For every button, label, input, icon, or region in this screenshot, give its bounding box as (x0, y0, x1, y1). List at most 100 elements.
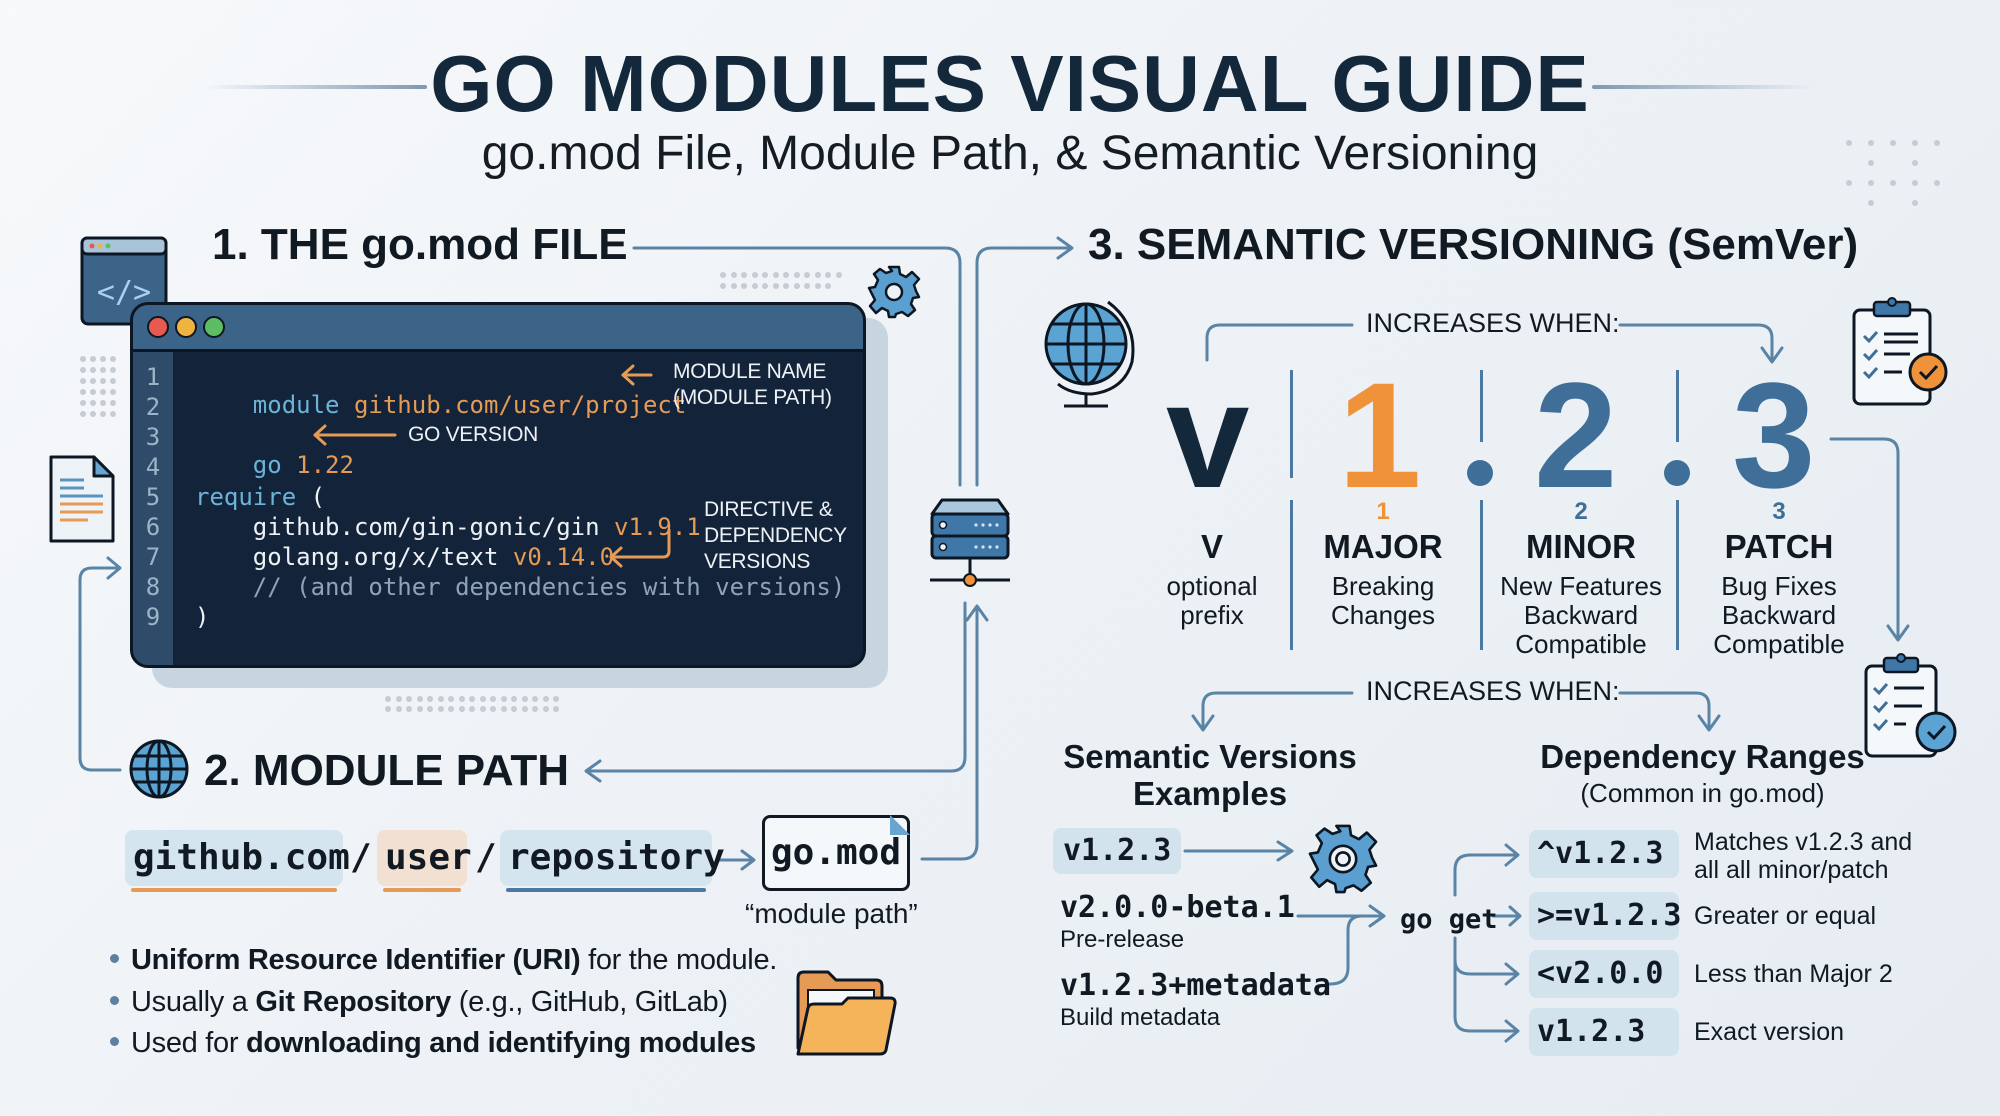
title-rule-right (1592, 85, 1814, 89)
separator-line (1676, 500, 1679, 650)
version-dot (1467, 460, 1493, 486)
code-line-dependency: github.com/gin-gonic/gin v1.9.1 (195, 513, 701, 541)
annotation-directive: DIRECTIVE & DEPENDENCY VERSIONS (704, 498, 847, 573)
line-number: 9 (145, 603, 161, 631)
code-paren: ( (296, 483, 326, 511)
code-line-dependency: golang.org/x/text v0.14.0 (195, 543, 614, 571)
document-icon (48, 454, 116, 544)
column-desc: optional prefix (1166, 571, 1258, 630)
line-number: 4 (145, 453, 161, 481)
clipboard-check-icon (1862, 652, 1962, 764)
section-1-heading: 1. THE go.mod FILE (212, 220, 628, 269)
path-part-user: user (377, 830, 472, 892)
annotation-module-name: MODULE NAME (MODULE PATH) (673, 360, 832, 409)
example-version-code: v1.2.3+metadata (1060, 968, 1331, 1003)
increases-when-bracket-bottom (1201, 691, 1354, 730)
connector-gomod-to-server (920, 606, 979, 861)
bullet-dot (110, 953, 119, 963)
increases-when-label: INCREASES WHEN: (1366, 308, 1620, 338)
column-number: 3 (1772, 498, 1786, 525)
bullet-item: Used for downloading and identifying mod… (110, 1027, 756, 1060)
arrowhead (1886, 624, 1910, 642)
version-dot (1664, 460, 1690, 486)
arrowhead (1276, 840, 1294, 862)
globe-stand-icon (1042, 298, 1138, 410)
example-version-chip: v1.2.3 (1053, 828, 1182, 874)
underline (131, 888, 337, 892)
bullet-item: Uniform Resource Identifier (URI) for th… (110, 944, 777, 977)
arrowhead (1504, 843, 1520, 867)
dot-grid-decoration (720, 272, 846, 289)
semver-column-minor: 2 MINOR New Features Backward Compatible (1486, 498, 1676, 659)
line-number: 8 (145, 573, 161, 601)
column-desc: Breaking Changes (1330, 571, 1436, 630)
globe-icon (128, 738, 190, 800)
range-expression: v1.2.3 (1529, 1008, 1679, 1056)
line-number: 3 (145, 423, 161, 451)
version-prefix-v: v (1166, 351, 1250, 519)
code-line-comment: // (and other dependencies with versions… (195, 573, 846, 601)
column-name: MAJOR (1323, 528, 1443, 565)
code-go-version: 1.22 (296, 451, 354, 479)
server-icon (928, 498, 1012, 594)
gear-icon (866, 264, 922, 320)
line-number: 1 (145, 363, 161, 391)
column-number: 2 (1574, 498, 1588, 525)
arrowhead (1508, 905, 1522, 927)
arrow-metadata-join (1328, 914, 1364, 986)
path-part-repository: repository (500, 830, 725, 892)
fanout-down (1453, 936, 1518, 976)
arrowhead (106, 556, 122, 580)
maximize-dot (203, 316, 225, 338)
arrowhead (584, 759, 602, 783)
version-major: 1 (1338, 351, 1422, 519)
separator-line (1676, 370, 1679, 442)
version-patch: 3 (1732, 351, 1816, 519)
arrowhead (740, 849, 756, 871)
bullet-item: Usually a Git Repository (e.g., GitHub, … (110, 986, 728, 1019)
arrowhead (1191, 714, 1215, 732)
examples-heading: Semantic Versions Examples (1063, 738, 1357, 812)
semver-column-major: 1 MAJOR Breaking Changes (1288, 498, 1478, 630)
gear-icon (1306, 822, 1380, 896)
code-line-require: require ( (195, 483, 325, 511)
path-separator: / (475, 837, 497, 878)
minimize-dot (175, 316, 197, 338)
separator-line (1480, 370, 1483, 442)
column-desc: New Features Backward Compatible (1500, 571, 1662, 659)
separator-line (1290, 500, 1293, 650)
code-dep-version: v0.14.0 (512, 543, 615, 571)
code-module-path: github.com/user/project (353, 391, 687, 419)
underline (506, 888, 706, 892)
range-expression: >=v1.2.3 (1529, 892, 1682, 940)
code-dep-path: golang.org/x/text (195, 543, 513, 571)
example-version-code: v2.0.0-beta.1 (1060, 890, 1295, 925)
clipboard-check-icon (1850, 296, 1950, 408)
gomod-file-box: go.mod (762, 815, 910, 891)
example-version-note: Pre-release (1060, 926, 1185, 953)
title-rule-left (205, 85, 427, 89)
section-3-heading: 3. SEMANTIC VERSIONING (SemVer) (1088, 220, 1859, 269)
bullet-dot (110, 995, 119, 1005)
column-desc: Bug Fixes Backward Compatible (1713, 571, 1845, 659)
code-line-module: module github.com/user/project (195, 363, 687, 447)
code-keyword: module (252, 391, 340, 419)
go-get-command: go get (1400, 904, 1498, 935)
range-description: Less than Major 2 (1694, 960, 1893, 988)
code-line-go: go 1.22 (195, 423, 354, 507)
path-part-host: github.com (125, 830, 350, 892)
close-dot (147, 316, 169, 338)
page-title: GO MODULES VISUAL GUIDE (430, 39, 1590, 128)
path-separator: / (350, 837, 372, 878)
dependency-ranges-heading: Dependency Ranges (Common in go.mod) (1540, 738, 1865, 808)
dot-grid-decoration (385, 696, 564, 712)
separator-line (1480, 500, 1483, 650)
range-description: Matches v1.2.3 and all all minor/patch (1694, 828, 1913, 884)
increases-when-label: INCREASES WHEN: (1366, 676, 1620, 706)
fanout-up (1453, 853, 1518, 897)
range-description: Exact version (1694, 1018, 1845, 1046)
code-window: 1 2 3 4 5 6 7 8 9 module github.com/user… (130, 302, 866, 668)
dot-grid-decoration (1846, 140, 1956, 206)
line-number: 7 (145, 543, 161, 571)
line-number: 5 (145, 483, 161, 511)
